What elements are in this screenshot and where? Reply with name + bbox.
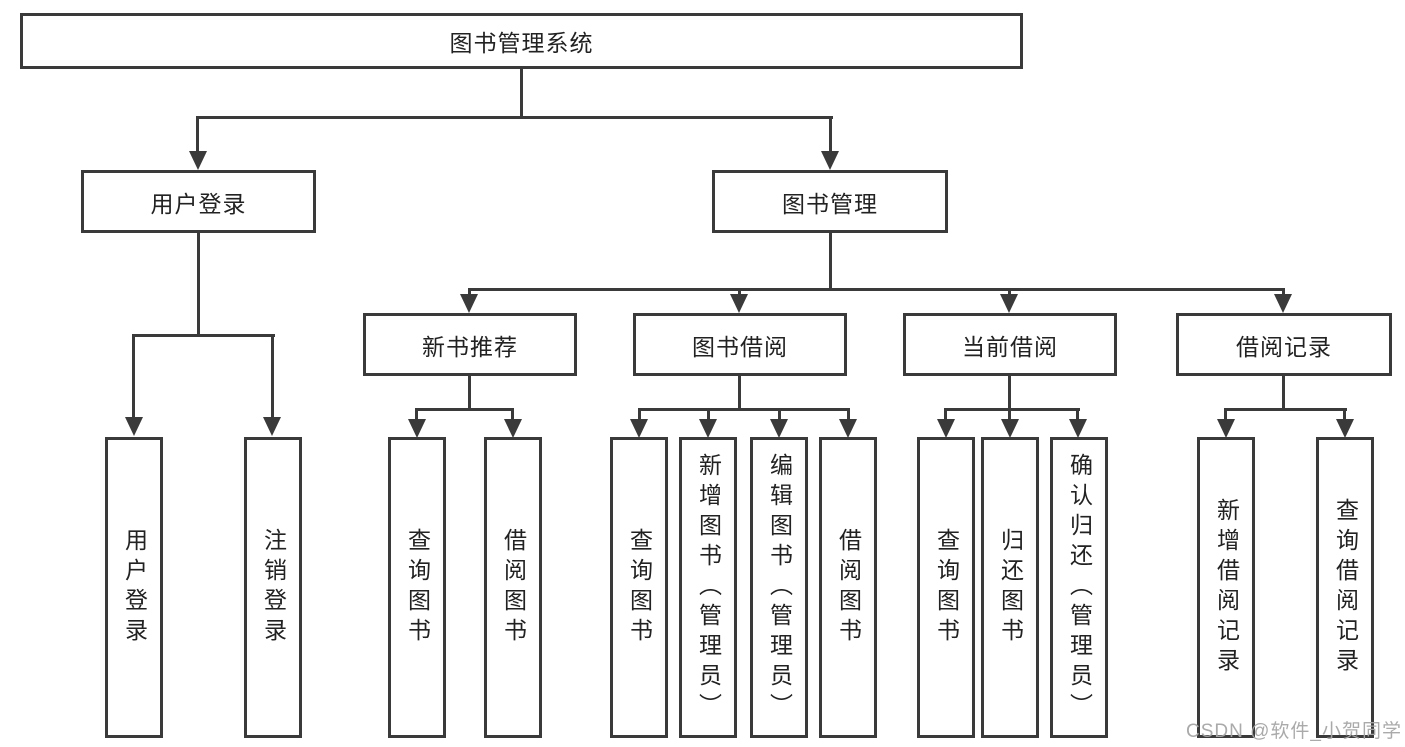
leaf-label: 查询借阅记录 (1332, 497, 1359, 678)
connector-book-borrow-stem (738, 376, 741, 408)
arrowhead-leaf-logout (263, 417, 281, 436)
connector-user-login-stem (197, 233, 200, 334)
leaf-br-add-record: 新增借阅记录 (1197, 437, 1255, 738)
node-book-borrow: 图书借阅 (633, 313, 847, 376)
leaf-cb-confirm-return-admin: 确认归还（管理员） (1050, 437, 1108, 738)
connector-level1-hline (196, 116, 833, 119)
connector-stem-book-borrow (738, 288, 741, 297)
connector-book-borrow-hline (638, 408, 850, 411)
leaf-label: 借阅图书 (500, 527, 527, 648)
connector-stem-bb-borrow (847, 408, 850, 421)
leaf-label: 新增图书（管理员） (695, 452, 722, 723)
leaf-bb-add-book-admin: 新增图书（管理员） (679, 437, 737, 738)
node-label: 当前借阅 (962, 333, 1058, 360)
connector-stem-current-borrow (1008, 288, 1011, 297)
node-borrow-record: 借阅记录 (1176, 313, 1392, 376)
leaf-label: 归还图书 (997, 527, 1024, 648)
arrowhead-user-login (189, 151, 207, 170)
connector-stem-cb-confirm (1076, 408, 1079, 421)
arrowhead-book-management (821, 151, 839, 170)
connector-stem-book-management (829, 116, 832, 152)
connector-current-borrow-hline (944, 408, 1080, 411)
leaf-label: 确认归还（管理员） (1066, 452, 1093, 723)
leaf-label: 查询图书 (626, 527, 653, 648)
node-label: 用户登录 (150, 190, 247, 217)
node-new-book-recommend: 新书推荐 (363, 313, 577, 376)
arrowhead-br-add (1217, 419, 1235, 438)
arrowhead-cb-confirm (1069, 419, 1087, 438)
leaf-user-login: 用户登录 (105, 437, 163, 738)
node-label: 图书借阅 (692, 333, 788, 360)
arrowhead-new-book (460, 294, 478, 313)
connector-stem-borrow-record (1282, 288, 1285, 297)
leaf-label: 借阅图书 (835, 527, 862, 648)
connector-stem-cb-return (1008, 408, 1011, 421)
leaf-label: 注销登录 (260, 527, 287, 648)
connector-new-book-stem (468, 376, 471, 408)
connector-level2-hline (468, 288, 1285, 291)
arrowhead-nb-borrow (504, 419, 522, 438)
leaf-nb-query-book: 查询图书 (388, 437, 446, 738)
node-book-management: 图书管理 (712, 170, 948, 233)
leaf-label: 查询图书 (933, 527, 960, 648)
connector-stem-br-query (1343, 408, 1346, 421)
leaf-cb-query-book: 查询图书 (917, 437, 975, 738)
leaf-br-query-record: 查询借阅记录 (1316, 437, 1374, 738)
arrowhead-nb-query (408, 419, 426, 438)
connector-book-management-stem (829, 233, 832, 288)
connector-current-borrow-stem (1008, 376, 1011, 408)
arrowhead-cb-query (937, 419, 955, 438)
leaf-label: 新增借阅记录 (1213, 497, 1240, 678)
connector-user-login-hline (132, 334, 275, 337)
connector-stem-leaf-logout (271, 334, 274, 417)
arrowhead-bb-borrow (839, 419, 857, 438)
connector-new-book-hline (415, 408, 514, 411)
connector-stem-bb-add (707, 408, 710, 421)
connector-stem-leaf-login (132, 334, 135, 417)
leaf-label: 编辑图书（管理员） (766, 452, 793, 723)
node-label: 借阅记录 (1236, 333, 1332, 360)
node-label: 新书推荐 (422, 333, 518, 360)
connector-stem-nb-borrow (511, 408, 514, 421)
connector-stem-new-book (468, 288, 471, 297)
arrowhead-br-query (1336, 419, 1354, 438)
leaf-bb-edit-book-admin: 编辑图书（管理员） (750, 437, 808, 738)
arrowhead-bb-add (699, 419, 717, 438)
leaf-cb-return-book: 归还图书 (981, 437, 1039, 738)
arrowhead-bb-edit (770, 419, 788, 438)
connector-borrow-record-stem (1282, 376, 1285, 408)
node-current-borrow: 当前借阅 (903, 313, 1117, 376)
connector-stem-bb-edit (778, 408, 781, 421)
connector-stem-user-login (196, 116, 199, 152)
arrowhead-book-borrow (730, 294, 748, 313)
arrowhead-borrow-record (1274, 294, 1292, 313)
arrowhead-bb-query (630, 419, 648, 438)
node-library-management-system: 图书管理系统 (20, 13, 1023, 69)
arrowhead-current-borrow (1000, 294, 1018, 313)
node-label: 图书管理 (782, 190, 878, 217)
connector-root-stem (520, 69, 523, 117)
arrowhead-cb-return (1001, 419, 1019, 438)
node-label: 图书管理系统 (449, 30, 594, 56)
leaf-label: 查询图书 (404, 527, 431, 648)
leaf-bb-borrow-book: 借阅图书 (819, 437, 877, 738)
node-user-login: 用户登录 (81, 170, 316, 233)
connector-stem-bb-query (638, 408, 641, 421)
leaf-logout: 注销登录 (244, 437, 302, 738)
leaf-bb-query-book: 查询图书 (610, 437, 668, 738)
connector-stem-cb-query (944, 408, 947, 421)
leaf-nb-borrow-book: 借阅图书 (484, 437, 542, 738)
arrowhead-leaf-login (125, 417, 143, 436)
connector-stem-nb-query (415, 408, 418, 421)
leaf-label: 用户登录 (121, 527, 148, 648)
csdn-watermark: CSDN @软件_小贺同学 (1186, 721, 1402, 742)
connector-stem-br-add (1224, 408, 1227, 421)
connector-borrow-record-hline (1224, 408, 1347, 411)
